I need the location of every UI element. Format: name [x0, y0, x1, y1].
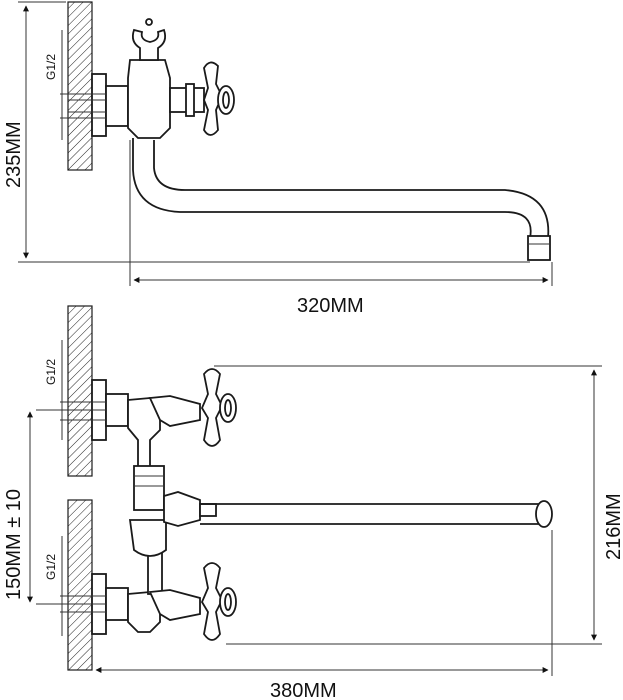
center-distance-label: 150MM ± 10 — [3, 489, 25, 600]
spout-top — [200, 503, 547, 525]
depth-label: 216MM — [603, 493, 623, 560]
wall-section-lower — [67, 499, 93, 671]
shower-holder — [131, 28, 167, 61]
thread-marks — [60, 30, 106, 140]
cross-handle-upper — [200, 368, 237, 447]
thread-marks-upper — [36, 340, 106, 440]
shower-holder-top — [128, 519, 167, 557]
thread-marks-lower — [36, 536, 106, 636]
total-length-label: 380MM — [270, 680, 337, 700]
cross-handle-lower — [200, 562, 237, 641]
cross-handle-side — [203, 61, 235, 136]
dimension-depth — [214, 365, 602, 645]
dimension-height — [18, 1, 530, 263]
thread-label: G1/2 — [44, 54, 58, 80]
top-view: G1/2 G1/2 — [3, 305, 623, 700]
dimension-spout-length — [129, 140, 553, 286]
spout-length-label: 320MM — [297, 295, 364, 317]
diverter-knob — [199, 503, 217, 517]
side-view: G1/2 235MM — [3, 1, 553, 317]
spout-tip — [535, 500, 553, 528]
aerator — [527, 235, 551, 261]
thread-label-lower: G1/2 — [44, 554, 58, 580]
wall-section-upper — [67, 305, 93, 477]
thread-label-upper: G1/2 — [44, 359, 58, 385]
wall-flange — [91, 73, 107, 137]
wall-section-top — [67, 1, 93, 171]
mixer-body-top — [133, 465, 165, 511]
connector-nut — [105, 85, 129, 127]
dimension-total-length — [95, 530, 553, 676]
height-label: 235MM — [3, 121, 25, 188]
spout-side — [132, 138, 532, 239]
mixer-body — [127, 59, 171, 139]
